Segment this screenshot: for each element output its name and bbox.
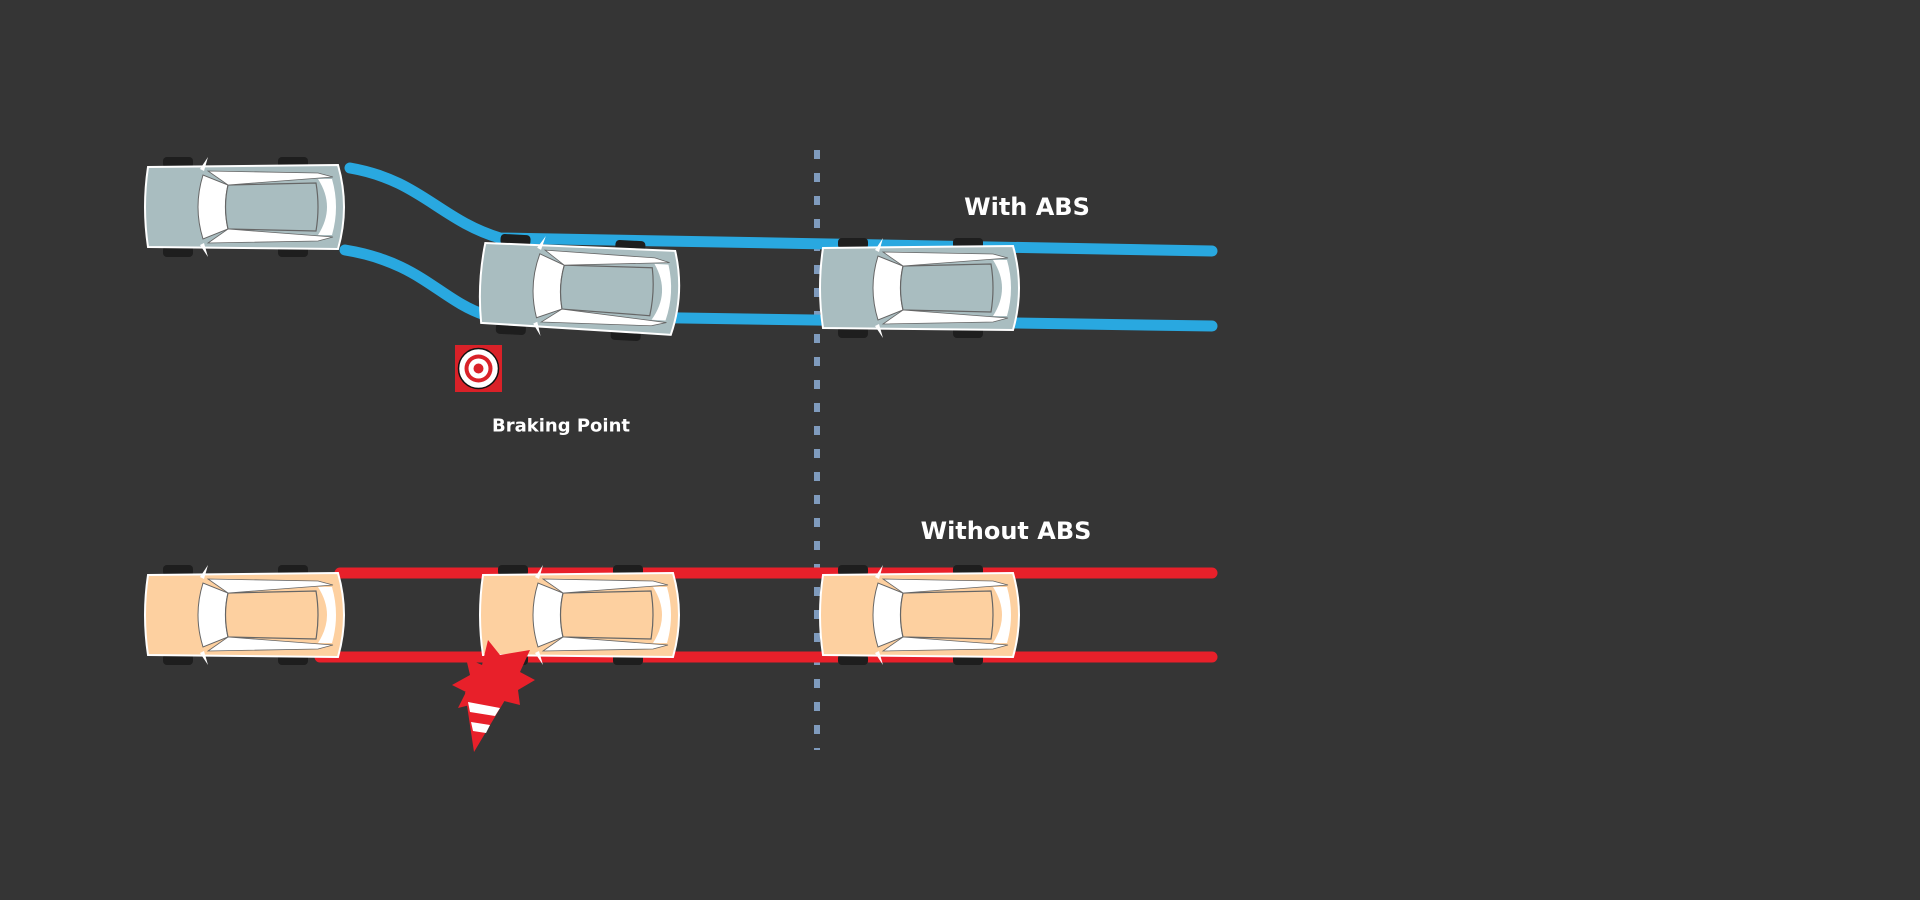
car-icon-no-abs-stopped [819, 564, 1020, 666]
car-icon-no-abs-collision [479, 564, 680, 666]
abs-track-lower [339, 244, 1218, 332]
with-abs-label: With ABS [964, 193, 1090, 221]
target-icon [455, 345, 502, 392]
car-icon-abs-stopped [819, 237, 1020, 339]
without-abs-label: Without ABS [920, 517, 1092, 545]
braking-point-label: Braking Point [492, 415, 630, 437]
car-icon-no-abs-start [144, 564, 345, 666]
abs-track-upper [344, 162, 1218, 257]
no-abs-tracks [314, 567, 1218, 663]
car-icon-abs-start [144, 156, 345, 258]
traffic-cone-icon [465, 692, 505, 752]
abs-tracks [339, 162, 1218, 332]
car-icon-abs-braking [476, 231, 683, 345]
